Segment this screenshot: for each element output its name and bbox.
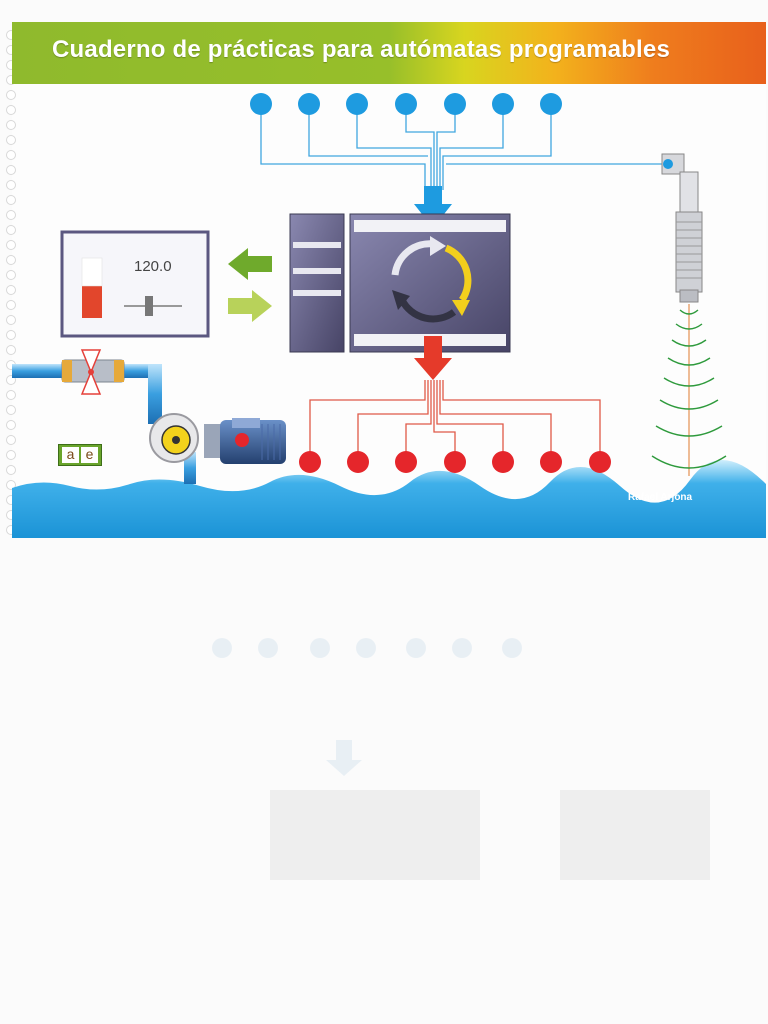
input-dot-1 [250, 93, 272, 115]
input-arrow-icon [414, 186, 452, 228]
binding-hole [6, 90, 16, 100]
level-sensor [651, 153, 727, 476]
input-dot-5 [444, 93, 466, 115]
binding-hole [6, 150, 16, 160]
binding-hole [6, 255, 16, 265]
title-banner: Cuaderno de prácticas para autómatas pro… [12, 22, 766, 84]
author-credit: Rafael Arjona [628, 492, 693, 503]
binding-hole [6, 210, 16, 220]
scan-cycle-icon [391, 240, 472, 323]
input-dot-6 [492, 93, 514, 115]
hmi-value: 120.0 [134, 258, 172, 275]
input-dot-2 [298, 93, 320, 115]
binding-hole [6, 285, 16, 295]
output-dot-3 [395, 451, 417, 473]
binding-hole [6, 105, 16, 115]
binding-hole [6, 300, 16, 310]
water-surface [12, 459, 766, 538]
input-dot-7 [540, 93, 562, 115]
binding-hole [6, 270, 16, 280]
output-dot-7 [589, 451, 611, 473]
arrow-left-icon [228, 248, 272, 280]
input-dot-4 [395, 93, 417, 115]
hmi-panel [60, 230, 210, 338]
page-title: Cuaderno de prácticas para autómatas pro… [52, 36, 671, 63]
binding-hole [6, 405, 16, 415]
binding-hole [6, 225, 16, 235]
binding-hole [6, 375, 16, 385]
arrow-right-icon [228, 290, 272, 322]
output-dot-5 [492, 451, 514, 473]
logo-letter-a: a [62, 447, 79, 463]
binding-hole [6, 345, 16, 355]
input-dot-3 [346, 93, 368, 115]
output-dot-4 [444, 451, 466, 473]
input-wiring [260, 104, 668, 190]
spiral-binding [2, 30, 16, 540]
logo-letter-e: e [81, 447, 98, 463]
binding-hole [6, 450, 16, 460]
binding-hole [6, 135, 16, 145]
binding-hole [6, 480, 16, 490]
output-arrow-icon [414, 336, 452, 380]
pipe-system [12, 349, 196, 484]
output-dot-1 [299, 451, 321, 473]
output-wiring [309, 380, 601, 462]
binding-hole [6, 165, 16, 175]
binding-hole [6, 240, 16, 250]
output-dots [299, 451, 611, 473]
sound-waves-icon [651, 309, 727, 469]
show-through-ghost [212, 638, 710, 880]
binding-hole [6, 330, 16, 340]
input-dots [250, 93, 562, 115]
ae-logo: a e [58, 444, 102, 466]
plc-unit [289, 213, 511, 353]
binding-hole [6, 420, 16, 430]
binding-hole [6, 390, 16, 400]
output-dot-6 [540, 451, 562, 473]
binding-hole [6, 195, 16, 205]
binding-hole [6, 120, 16, 130]
pump-motor [149, 413, 286, 464]
binding-hole [6, 465, 16, 475]
binding-hole [6, 315, 16, 325]
binding-hole [6, 435, 16, 445]
binding-hole [6, 180, 16, 190]
output-dot-2 [347, 451, 369, 473]
